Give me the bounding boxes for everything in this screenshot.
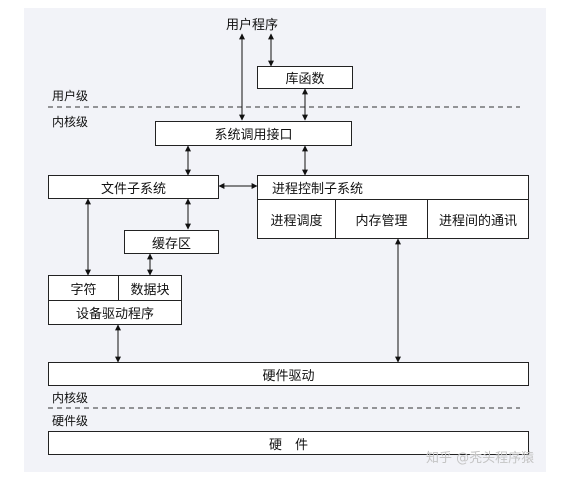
watermark: 知乎 @秃头程序猿 (426, 451, 535, 466)
device-drivers-cell: 设备驱动程序 (75, 307, 154, 322)
process-scheduling-cell: 进程调度 (258, 200, 336, 238)
hardware-box: 硬 件 (48, 431, 529, 455)
buffer-cache-box: 缓存区 (124, 230, 219, 254)
hardware-level-label: 硬件级 (52, 414, 89, 428)
character-cell: 字符 (49, 276, 119, 301)
memory-management-cell: 内存管理 (336, 200, 428, 238)
process-control-subsystem: 进程控制子系统 进程调度 内存管理 进程间的通讯 (257, 175, 529, 239)
data-block-cell: 数据块 (119, 276, 181, 301)
kernel-level-label-bottom: 内核级 (52, 391, 89, 405)
kernel-level-label-top: 内核级 (52, 115, 89, 129)
user-program-label: 用户程序 (226, 18, 279, 33)
user-level-label: 用户级 (52, 89, 89, 103)
process-control-subsystem-title: 进程控制子系统 (258, 176, 528, 200)
ipc-cell: 进程间的通讯 (438, 213, 517, 229)
hardware-driver-box: 硬件驱动 (48, 362, 529, 386)
library-functions-box: 库函数 (257, 66, 353, 89)
system-call-interface-box: 系统调用接口 (155, 121, 352, 146)
device-driver-group: 字符 数据块 设备驱动程序 (48, 275, 182, 325)
file-subsystem-box: 文件子系统 (48, 175, 219, 199)
